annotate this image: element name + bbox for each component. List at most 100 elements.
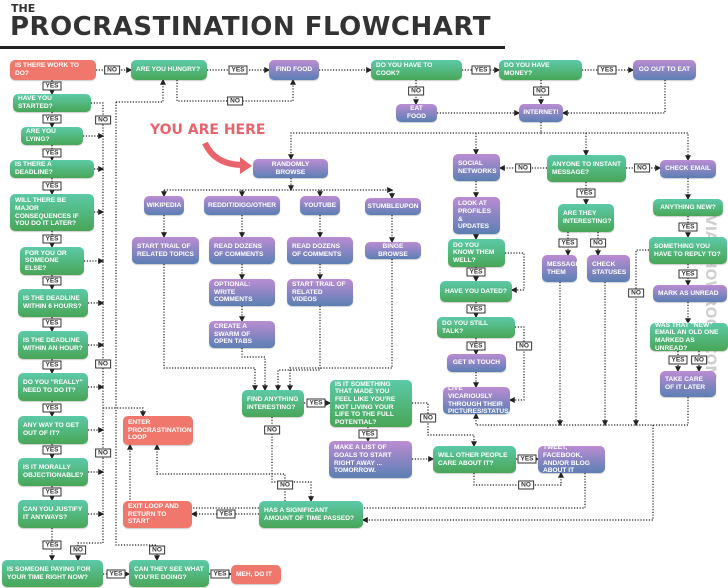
edge-label-yes: YES <box>42 360 62 370</box>
node-randomly: Randomly browse <box>253 159 328 178</box>
you-are-here-arrowhead <box>240 157 252 174</box>
edge-label-yes: YES <box>42 318 62 328</box>
node-find-interesting: Find anything interesting? <box>242 390 304 417</box>
edge-label-yes: YES <box>306 398 326 408</box>
node-dated: Have you dated? <box>440 281 512 302</box>
node-take-care: Take care of it later <box>660 371 716 397</box>
node-an-hour: Is the deadline within an hour? <box>18 331 88 359</box>
node-interesting: Are they interesting? <box>558 204 614 232</box>
node-trail-videos: Start trail of related videos <box>287 279 353 306</box>
node-others-care: Will other people care about it? <box>433 446 516 473</box>
node-check-statuses: Check statuses <box>587 255 630 282</box>
node-youtube: YouTube <box>300 196 340 215</box>
node-can-see: Can they see what you're doing? <box>129 560 209 587</box>
edge-label-yes: YES <box>42 81 62 91</box>
node-read-dozens-1: Read dozens of comments <box>209 237 275 264</box>
edge-label-yes: YES <box>576 188 596 198</box>
node-anything-new: Anything new? <box>653 199 723 216</box>
edge-label-no: NO <box>420 413 436 423</box>
connector-line <box>154 443 286 501</box>
edge-label-no: NO <box>533 86 549 96</box>
connector-line <box>103 407 146 418</box>
edge-label-no: NO <box>264 425 280 435</box>
edge-label-no: NO <box>149 545 165 555</box>
node-trail-topics: Start trail of related topics <box>132 237 199 264</box>
edge-label-yes: YES <box>358 429 378 439</box>
connector-line <box>473 397 689 426</box>
connector-line <box>163 264 258 392</box>
node-mark-unread: Mark as unread <box>653 285 727 302</box>
title-prefix: THE <box>11 2 36 15</box>
node-significant: Has a significant amount of time passed? <box>259 501 363 528</box>
node-really: Do you "really" need to do it? <box>18 373 88 401</box>
connector-line <box>241 348 268 392</box>
node-check-email: Check email <box>660 160 716 178</box>
edge-label-yes: YES <box>228 65 248 75</box>
connector-line <box>275 306 321 392</box>
edge-label-no: NO <box>95 359 111 369</box>
connector-line <box>561 80 666 116</box>
edge-label-no: NO <box>515 163 531 173</box>
edge-label-yes: YES <box>558 238 578 248</box>
edge-label-yes: YES <box>106 569 126 579</box>
node-money: Do you have money? <box>499 60 582 80</box>
node-still-talk: Do you still talk? <box>437 317 515 338</box>
edge-label-yes: YES <box>216 509 236 519</box>
connector-line <box>116 78 166 103</box>
edge-label-no: NO <box>634 163 650 173</box>
edge-label-yes: YES <box>42 114 62 124</box>
edge-label-yes: YES <box>42 181 62 191</box>
edge-label-yes: YES <box>42 234 62 244</box>
node-anyone: Anyone to instant message? <box>547 155 626 182</box>
connector-line <box>505 252 525 293</box>
connector-line <box>508 326 525 403</box>
edge-label-yes: YES <box>678 269 698 279</box>
node-optional: Optional: write comments <box>209 279 275 306</box>
node-wikipedia: Wikipedia <box>144 196 184 215</box>
node-deadline: Is there a deadline? <box>10 160 94 178</box>
node-swarm: Create a swarm of open tabs <box>209 321 275 348</box>
edge-label-yes: YES <box>42 148 62 158</box>
edge-label-no: NO <box>590 238 606 248</box>
node-live: Live vicariously through their pictures/… <box>443 385 510 415</box>
you-are-here-label: YOU ARE HERE <box>150 122 266 138</box>
node-tweet: Tweet, Facebook, and/or blog about it <box>538 444 605 474</box>
edge-label-yes: YES <box>466 267 486 277</box>
edge-label-yes: YES <box>42 540 62 550</box>
connector-line <box>288 122 542 161</box>
edge-label-yes: YES <box>471 65 491 75</box>
edge-label-no: NO <box>516 341 532 351</box>
node-hungry: Are you hungry? <box>131 60 207 80</box>
node-internet: Internet! <box>519 104 563 122</box>
connector-line <box>287 259 393 392</box>
node-consequences: Will there be major consequences if you … <box>10 194 94 231</box>
node-reddit: Reddit/Digg/Other <box>204 196 280 215</box>
connector-line <box>361 425 654 523</box>
connector-line <box>473 471 564 486</box>
connector-line <box>412 402 477 448</box>
edge-label-no: NO <box>628 288 644 298</box>
node-binge: Binge browse <box>365 242 421 259</box>
edge-label-yes: YES <box>42 487 62 497</box>
edge-label-no: NO <box>518 480 534 490</box>
node-stumble: StumbleUpon <box>365 198 421 215</box>
node-message: Message them <box>542 255 580 282</box>
you-are-here-arrow <box>202 141 244 168</box>
node-get-in-touch: Get in touch <box>447 354 506 372</box>
page-title: PROCRASTINATION FLOWCHART <box>10 12 491 42</box>
node-loop: Enter procrastination loop <box>123 416 193 445</box>
node-was-that: Was that "new" email an old one marked a… <box>650 322 728 352</box>
connector-line <box>633 249 649 427</box>
edge-label-no: NO <box>104 65 120 75</box>
edge-label-yes: YES <box>466 341 486 351</box>
edge-label-yes: YES <box>597 65 617 75</box>
edge-label-yes: YES <box>678 222 698 232</box>
edge-label-no: NO <box>70 545 86 555</box>
node-look-at: Look at profiles & updates <box>453 197 500 234</box>
edge-label-yes: YES <box>42 445 62 455</box>
connector-line <box>115 102 160 562</box>
node-foryou: For you or someone else? <box>20 247 84 275</box>
node-know-well: Do you know them well? <box>448 239 505 267</box>
